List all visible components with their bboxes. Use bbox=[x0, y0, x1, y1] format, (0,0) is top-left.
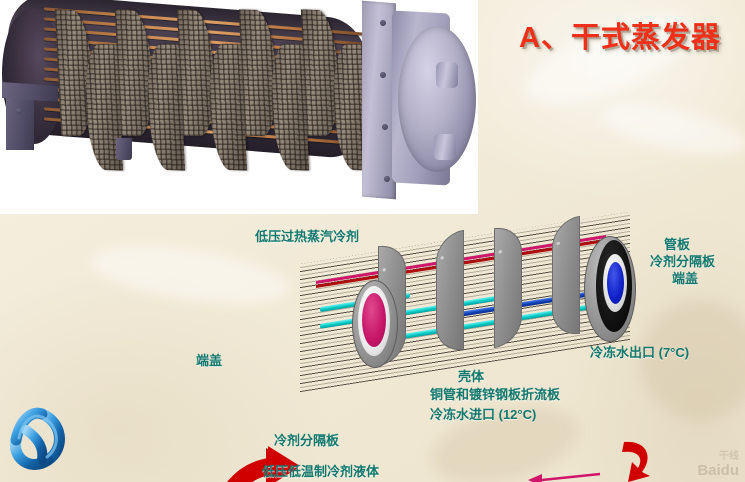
watermark-line1: Baidu bbox=[697, 462, 739, 479]
drain-nozzle bbox=[116, 138, 132, 160]
label-low-pressure-superheated-vapor: 低压过热蒸汽冷剂 bbox=[255, 229, 360, 244]
watermark: 干线 Baidu bbox=[631, 450, 739, 480]
label-chilled-water-outlet: 冷冻水出口 (7°C) bbox=[590, 345, 690, 360]
trefoil-knot-decoration bbox=[10, 407, 65, 470]
baffle-plate bbox=[552, 215, 580, 339]
label-refrigerant-partition-left: 冷剂分隔板 bbox=[274, 433, 340, 448]
label-shell: 壳体 bbox=[458, 369, 485, 384]
tube-sheet-flange bbox=[362, 0, 396, 200]
evaporator-photo bbox=[0, 0, 478, 214]
label-chilled-water-inlet: 冷冻水进口 (12°C) bbox=[430, 407, 537, 422]
end-cap-nozzle-top bbox=[436, 62, 458, 88]
background-vein bbox=[597, 94, 745, 166]
end-cap-nozzle-bottom bbox=[434, 134, 456, 160]
watermark-line2: 干线 bbox=[719, 451, 739, 462]
label-refrigerant-partition-right: 冷剂分隔板 bbox=[650, 254, 716, 269]
label-tube-sheet: 管板 bbox=[664, 237, 691, 252]
page-title: A、干式蒸发器 bbox=[519, 22, 721, 54]
evaporator-schematic: 低压过热蒸汽冷剂 端盖 冷剂分隔板 低压低温制冷剂液体 壳体 铜管和镀锌钢板折流… bbox=[0, 211, 745, 482]
right-end-port bbox=[607, 262, 624, 304]
baffle-plate bbox=[494, 223, 522, 349]
label-end-cap-right: 端盖 bbox=[672, 271, 699, 286]
label-low-pressure-liquid: 低压低温制冷剂液体 bbox=[262, 464, 380, 479]
baffle-plate bbox=[436, 229, 464, 355]
label-copper-tube-baffle: 铜管和镀锌钢板折流板 bbox=[430, 387, 561, 402]
label-end-cap-left: 端盖 bbox=[196, 353, 223, 368]
mid-port-magenta bbox=[362, 293, 386, 347]
